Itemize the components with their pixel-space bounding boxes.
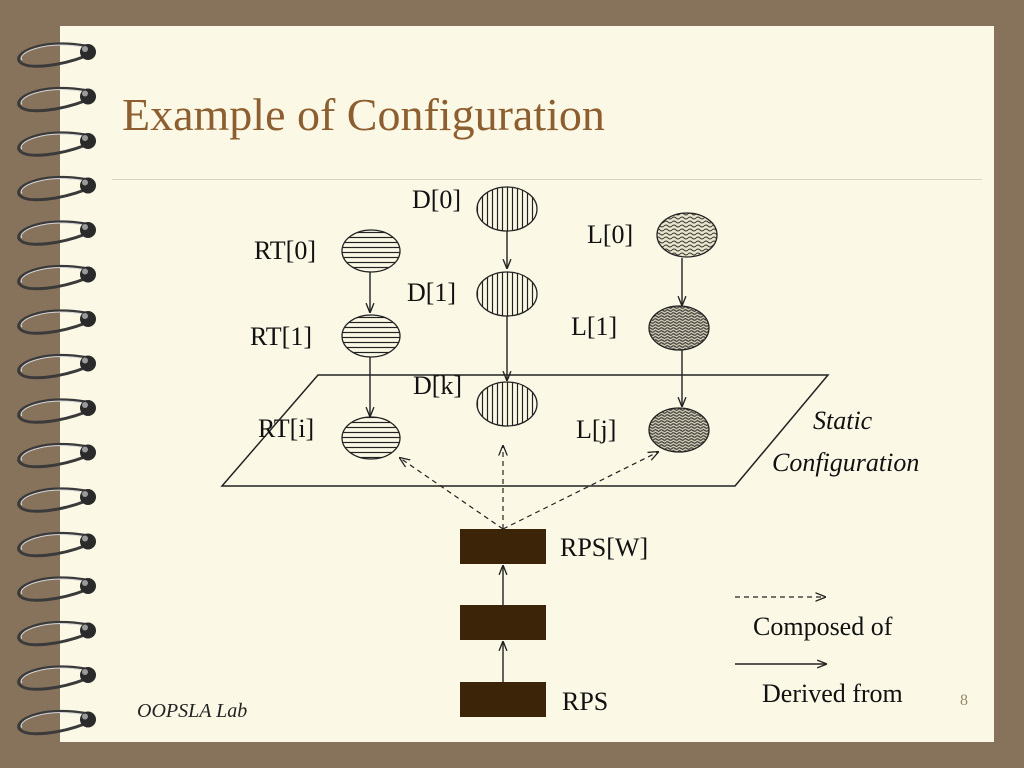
- spiral-ring: [17, 175, 96, 202]
- spiral-ring: [17, 86, 96, 113]
- static-configuration-plane: [220, 374, 830, 487]
- spiral-ring: [17, 665, 96, 691]
- node-d1: [476, 271, 538, 317]
- spiral-ring: [17, 576, 96, 602]
- label-rps-w: RPS[W]: [560, 533, 648, 562]
- label-rt1: RT[1]: [250, 322, 312, 351]
- label-rps: RPS: [562, 687, 608, 716]
- slide-title: Example of Configuration: [122, 89, 605, 140]
- spiral-ring: [17, 309, 96, 335]
- block-rps: [460, 682, 546, 717]
- label-l0: L[0]: [587, 220, 633, 249]
- node-rt0: [341, 229, 401, 273]
- page-number: 8: [960, 692, 968, 709]
- spiral-ring: [17, 620, 96, 647]
- plane-label-configuration: Configuration: [772, 448, 919, 477]
- plane-label-static: Static: [813, 406, 873, 435]
- dashed-arrow-to-lj: [502, 452, 658, 530]
- node-l0: [656, 212, 718, 258]
- spiral-ring: [17, 131, 96, 157]
- label-dk: D[k]: [413, 371, 462, 400]
- node-d0: [476, 186, 538, 232]
- label-lj: L[j]: [576, 415, 616, 444]
- spiral-ring: [17, 42, 96, 68]
- title-divider: [112, 179, 982, 180]
- label-rti: RT[i]: [258, 414, 314, 443]
- spiral-ring: [17, 531, 96, 558]
- dashed-arrow-to-rti: [400, 458, 504, 530]
- spiral-ring: [17, 398, 96, 424]
- block-rps-w: [460, 529, 546, 564]
- legend-composed-of: Composed of: [753, 612, 893, 641]
- node-rt1: [341, 314, 401, 358]
- spiral-ring: [17, 487, 96, 513]
- node-rti: [341, 416, 401, 460]
- spiral-ring: [17, 442, 96, 469]
- legend-derived-from: Derived from: [762, 679, 903, 708]
- node-dk: [476, 381, 538, 427]
- node-lj: [648, 407, 710, 453]
- label-d1: D[1]: [407, 278, 456, 307]
- spiral-ring: [17, 709, 96, 736]
- block-rps-middle: [460, 605, 546, 640]
- spiral-binding: [17, 42, 96, 736]
- spiral-ring: [17, 353, 96, 380]
- spiral-ring: [17, 264, 96, 291]
- label-d0: D[0]: [412, 185, 461, 214]
- label-l1: L[1]: [571, 312, 617, 341]
- footer-lab-name: OOPSLA Lab: [137, 700, 248, 722]
- spiral-ring: [17, 220, 96, 246]
- label-rt0: RT[0]: [254, 236, 316, 265]
- node-l1: [648, 305, 710, 351]
